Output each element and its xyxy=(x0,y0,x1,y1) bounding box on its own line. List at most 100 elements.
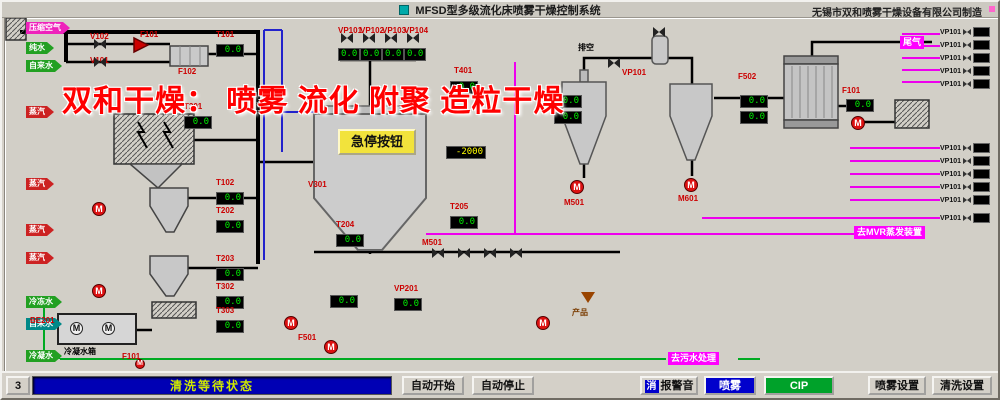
clean-settings-button[interactable]: 清洗设置 xyxy=(932,376,992,395)
valve-icon[interactable] xyxy=(510,248,522,258)
valve-row[interactable]: VP101 xyxy=(940,213,991,223)
valve-icon[interactable] xyxy=(963,184,972,190)
flow-arrow: 蒸汽 xyxy=(26,106,54,118)
motor-icon: M xyxy=(70,322,83,335)
display-label: T303 xyxy=(216,306,235,315)
display-label: VP201 xyxy=(394,284,419,293)
display-value: 0.0 xyxy=(846,99,874,112)
valve-icon[interactable] xyxy=(963,197,972,203)
valve-icon[interactable] xyxy=(407,33,419,43)
valve-icon[interactable] xyxy=(963,68,972,74)
valve-icon[interactable] xyxy=(963,81,972,87)
equipment-label: 冷凝水箱 xyxy=(64,347,96,356)
auto-start-button[interactable]: 自动开始 xyxy=(402,376,464,395)
value-display: 0.0 xyxy=(740,106,768,124)
valve-icon[interactable] xyxy=(363,33,375,43)
valve-icon[interactable] xyxy=(963,29,972,35)
mute-alarm-button[interactable]: 消报警音 xyxy=(640,376,698,395)
valve-row[interactable]: VP101 xyxy=(940,182,991,192)
valve-row-label: VP101 xyxy=(940,28,962,36)
pump-icon[interactable]: M xyxy=(536,316,550,330)
valve-icon[interactable] xyxy=(963,158,972,164)
valve-mini-display xyxy=(973,79,991,89)
valve-row[interactable]: VP101 xyxy=(940,169,991,179)
title-bar: MFSD型多级流化床喷雾干燥控制系统 无锡市双和喷雾干燥设备有限公司制造 xyxy=(2,2,998,19)
valve-icon[interactable] xyxy=(608,58,620,68)
valve-icon[interactable] xyxy=(963,145,972,151)
value-display: -2000 xyxy=(446,141,486,159)
pump-icon[interactable]: M xyxy=(92,202,106,216)
value-display: 0.0 xyxy=(554,90,582,108)
value-display: 0.0 xyxy=(404,43,427,61)
watermark-text: 双和干燥： 喷雾 流化 附聚 造粒干燥 xyxy=(62,85,565,118)
valve-row[interactable]: VP101 xyxy=(940,143,991,153)
display-value: 0.0 xyxy=(404,48,427,61)
display-label: T101 xyxy=(216,30,235,39)
display-value: 0.0 xyxy=(338,48,361,61)
pump-icon[interactable]: M xyxy=(684,178,698,192)
valve-icon[interactable] xyxy=(341,33,353,43)
valve-icon[interactable] xyxy=(94,57,106,67)
status-bar: 清洗等待状态 xyxy=(32,376,392,395)
stream-tag: 去MVR蒸发装置 xyxy=(854,226,925,239)
pump-icon[interactable]: M xyxy=(284,316,298,330)
valve-mini-display xyxy=(973,213,991,223)
valve-icon[interactable] xyxy=(484,248,496,258)
valve-row[interactable]: VP101 xyxy=(940,40,991,50)
valve-row[interactable]: VP101 xyxy=(940,27,991,37)
valve-icon[interactable] xyxy=(458,248,470,258)
valve-row[interactable]: VP101 xyxy=(940,79,991,89)
stream-tag: 尾气 xyxy=(900,36,925,49)
title-teal-square-icon xyxy=(399,4,410,15)
pump-icon[interactable]: M xyxy=(570,180,584,194)
equipment-label: 排空 xyxy=(578,43,594,52)
display-value: -2000 xyxy=(446,146,486,159)
valve-icon[interactable] xyxy=(94,39,106,49)
cip-mode-button[interactable]: CIP xyxy=(764,376,834,395)
emergency-stop-button[interactable]: 急停按钮 xyxy=(338,129,416,155)
valve-icon[interactable] xyxy=(963,55,972,61)
valve-row[interactable]: VP101 xyxy=(940,66,991,76)
valve-icon[interactable] xyxy=(653,27,665,37)
value-display: 0.0 xyxy=(360,43,383,61)
screen-select-button[interactable]: 3 xyxy=(6,376,30,395)
pump-icon[interactable]: M xyxy=(92,284,106,298)
pump-icon[interactable]: M xyxy=(135,359,145,369)
display-value: 0.0 xyxy=(740,111,768,124)
equipment-label: 产品 xyxy=(572,308,588,317)
valve-icon[interactable] xyxy=(385,33,397,43)
display-value: 0.0 xyxy=(336,234,364,247)
equipment-label: F102 xyxy=(178,67,197,76)
valve-icon[interactable] xyxy=(963,215,972,221)
valve-mini-display xyxy=(973,156,991,166)
display-value: 0.0 xyxy=(216,296,244,309)
display-label: T205 xyxy=(450,202,469,211)
spray-settings-button[interactable]: 喷雾设置 xyxy=(868,376,926,395)
equipment-label: M501 xyxy=(564,198,585,207)
equipment-label: F101 xyxy=(842,86,861,95)
valve-row[interactable]: VP101 xyxy=(940,53,991,63)
value-display: 0.0 xyxy=(330,290,358,308)
spray-mode-button[interactable]: 喷雾 xyxy=(704,376,756,395)
valve-icon[interactable] xyxy=(432,248,444,258)
equipment-label: VP103 xyxy=(382,26,407,35)
valve-row[interactable]: VP101 xyxy=(940,195,991,205)
pump-icon[interactable]: M xyxy=(851,116,865,130)
auto-stop-button[interactable]: 自动停止 xyxy=(472,376,534,395)
pump-icon[interactable]: M xyxy=(324,340,338,354)
valve-icon[interactable] xyxy=(963,171,972,177)
value-display: 0.0 xyxy=(846,94,874,112)
equipment-label: F502 xyxy=(738,72,757,81)
valve-row[interactable]: VP101 xyxy=(940,156,991,166)
display-value: 0.0 xyxy=(740,95,768,108)
display-value: 0.0 xyxy=(330,295,358,308)
display-value: 0.0 xyxy=(216,220,244,233)
display-label: T201 xyxy=(184,102,203,111)
valve-mini-display xyxy=(973,53,991,63)
display-value: 0.0 xyxy=(450,81,478,94)
valve-mini-display xyxy=(973,27,991,37)
valve-row-label: VP101 xyxy=(940,41,962,49)
valve-icon[interactable] xyxy=(963,42,972,48)
